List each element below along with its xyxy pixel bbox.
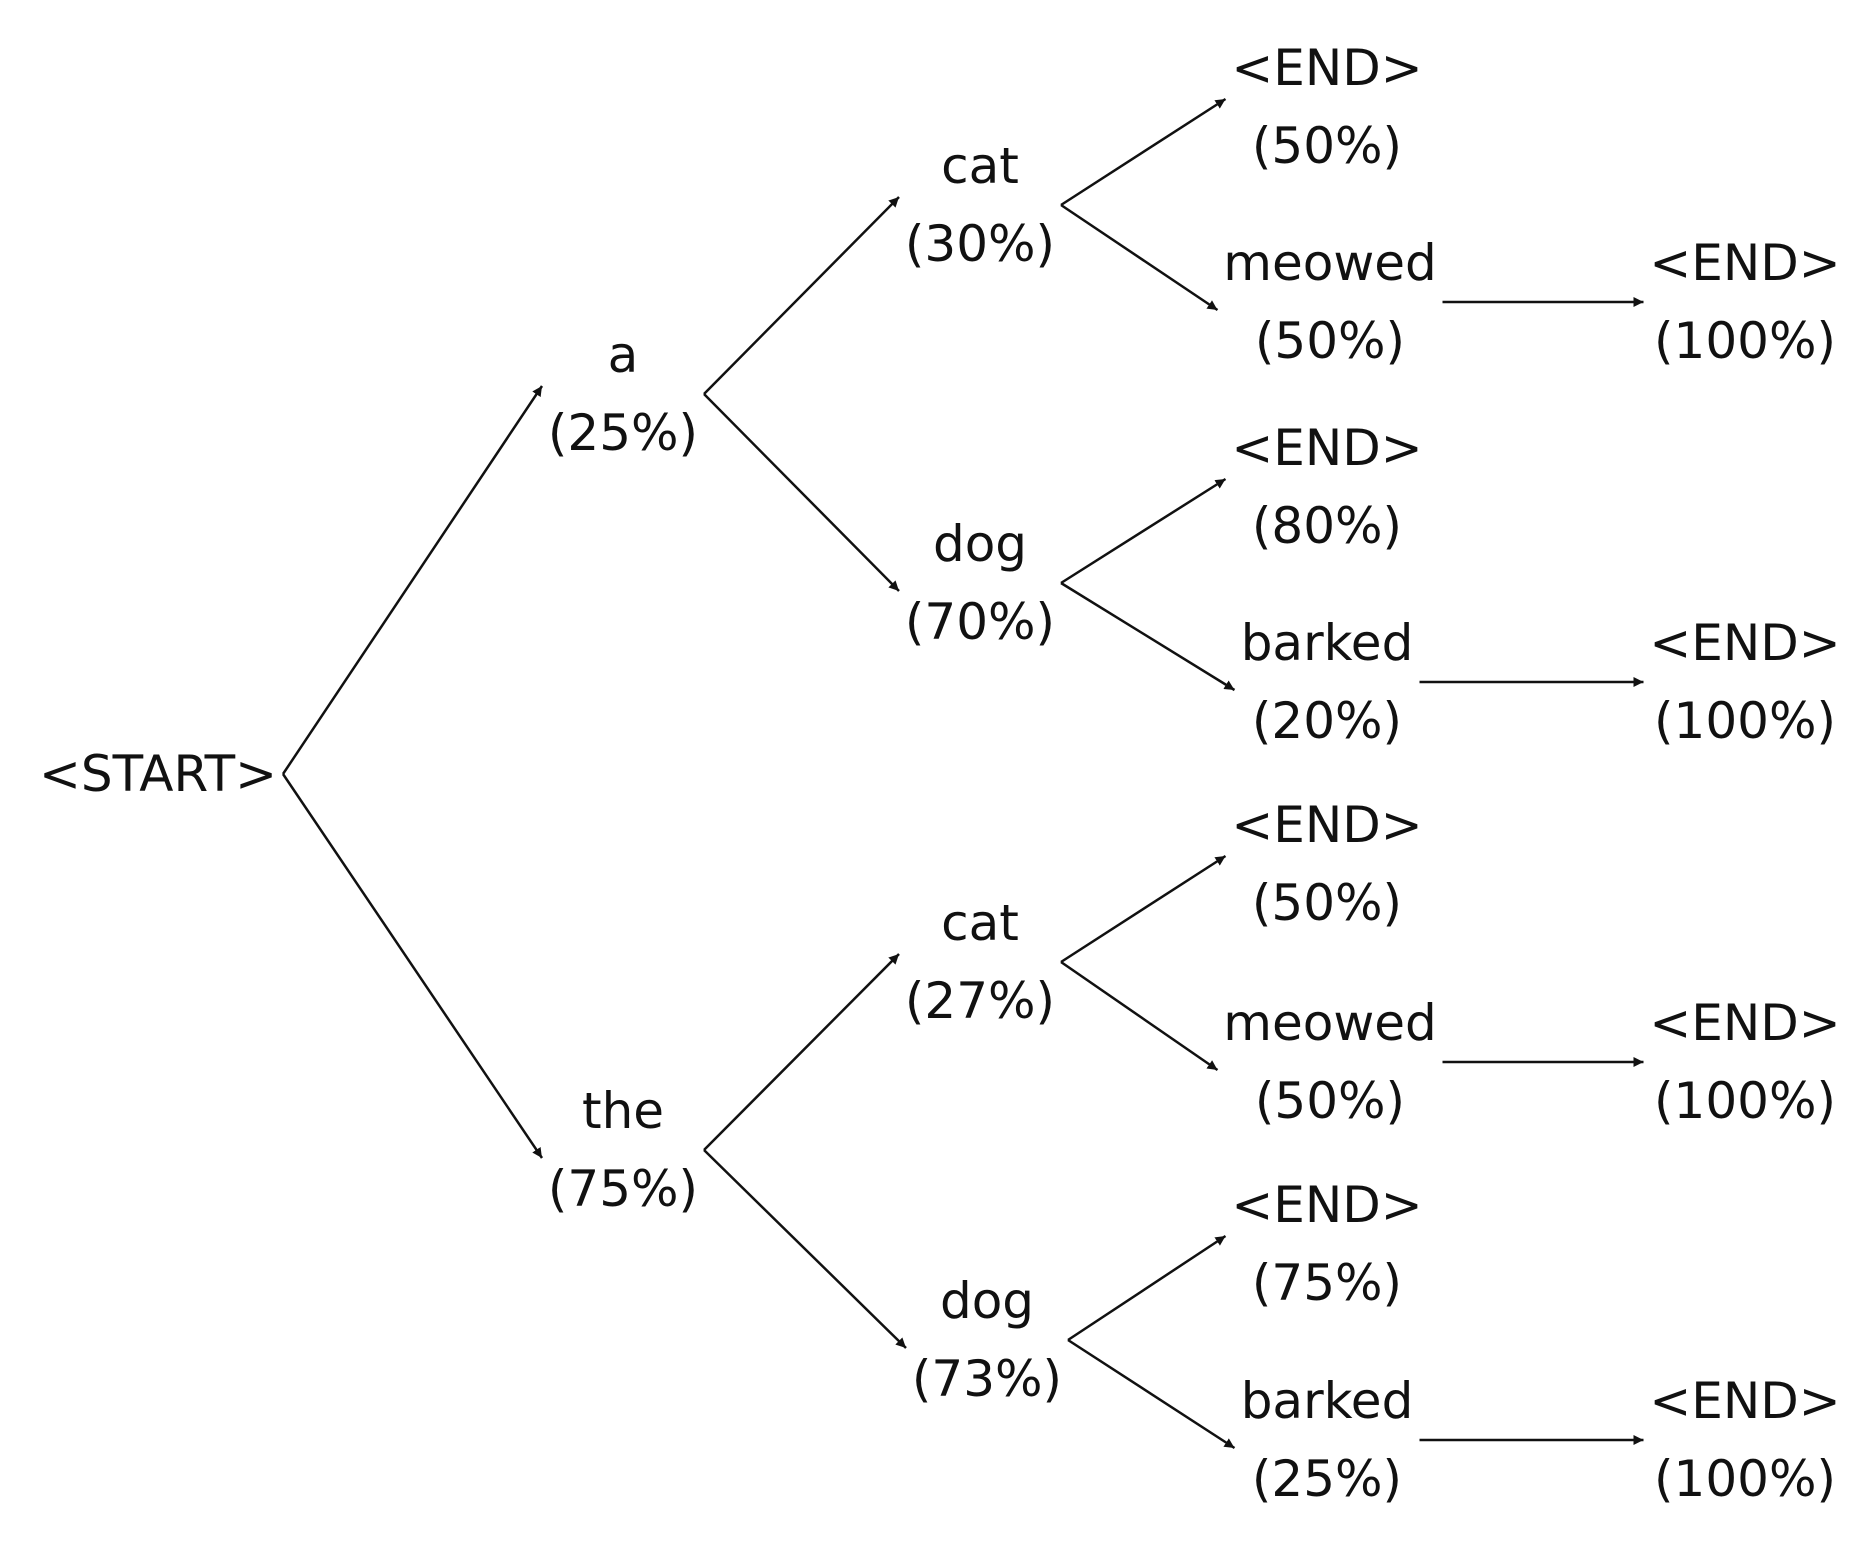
edge-arrow-the_dog-to-the_dog_end xyxy=(1067,1234,1227,1342)
node-the-dog-barked: barked (25%) xyxy=(1241,1362,1414,1518)
node-probability: (50%) xyxy=(1254,1072,1406,1130)
edge-arrow-a-to-a_cat xyxy=(703,196,900,395)
node-the-dog-barked-end: <END> (100%) xyxy=(1649,1362,1840,1518)
node-the-cat-meowed-end: <END> (100%) xyxy=(1649,984,1840,1140)
edge-arrow-the-to-the_dog xyxy=(703,1149,907,1349)
node-probability: (100%) xyxy=(1654,312,1836,370)
node-probability: (25%) xyxy=(547,404,699,462)
node-word: <END> xyxy=(1231,1176,1423,1234)
edge-arrow-a_cat-to-a_cat_end xyxy=(1060,97,1227,207)
node-the-cat-meowed: meowed (50%) xyxy=(1223,984,1436,1140)
node-word: <END> xyxy=(1649,614,1841,672)
edge-arrow-the_cat-to-the_cat_end xyxy=(1060,854,1227,964)
node-word: meowed xyxy=(1223,994,1437,1052)
edge-arrow-the-to-the_cat xyxy=(703,953,900,1151)
node-a-cat-end: <END> (50%) xyxy=(1231,29,1422,185)
node-a-cat-meowed: meowed (50%) xyxy=(1223,224,1436,380)
node-word: barked xyxy=(1240,614,1414,672)
edge-arrow-the_cat-to-the_cat_meowed xyxy=(1060,960,1219,1072)
node-word: meowed xyxy=(1223,234,1437,292)
node-probability: (73%) xyxy=(911,1350,1063,1408)
node-probability: (75%) xyxy=(1251,1254,1403,1312)
node-word: dog xyxy=(932,515,1028,573)
node-the-dog-end: <END> (75%) xyxy=(1231,1166,1422,1322)
node-start: <START> xyxy=(39,735,277,813)
node-probability: (100%) xyxy=(1654,1072,1836,1130)
node-word: <END> xyxy=(1231,796,1423,854)
node-word: barked xyxy=(1240,1372,1414,1430)
node-word: cat xyxy=(941,137,1019,195)
node-word: the xyxy=(581,1082,665,1140)
node-a-dog-barked: barked (20%) xyxy=(1241,604,1414,760)
node-word: cat xyxy=(941,894,1019,952)
node-probability: (100%) xyxy=(1654,1450,1836,1508)
edge-arrow-a_dog-to-a_dog_end xyxy=(1060,477,1227,585)
node-probability: (100%) xyxy=(1654,692,1836,750)
node-word: <END> xyxy=(1649,1372,1841,1430)
node-probability: (50%) xyxy=(1251,874,1403,932)
edge-arrow-a_cat-to-a_cat_meowed xyxy=(1060,203,1219,312)
edge-arrow-start-to-the xyxy=(281,773,544,1159)
node-probability: (25%) xyxy=(1251,1450,1403,1508)
node-word: <END> xyxy=(1231,419,1423,477)
node-word: <END> xyxy=(1231,39,1423,97)
node-probability: (50%) xyxy=(1251,117,1403,175)
node-probability: (80%) xyxy=(1251,497,1403,555)
edge-arrow-a-to-a_dog xyxy=(703,393,900,592)
node-the-cat-end: <END> (50%) xyxy=(1231,786,1422,942)
edge-arrow-start-to-a xyxy=(281,385,544,775)
node-probability: (20%) xyxy=(1251,692,1403,750)
node-probability: (75%) xyxy=(547,1160,699,1218)
node-word: <START> xyxy=(38,745,278,803)
node-probability: (30%) xyxy=(904,215,1056,273)
node-word: a xyxy=(607,326,639,384)
edge-arrow-a_dog-to-a_dog_barked xyxy=(1060,581,1236,692)
node-a-cat: cat (30%) xyxy=(905,127,1055,283)
node-word: <END> xyxy=(1649,994,1841,1052)
node-the-cat: cat (27%) xyxy=(905,884,1055,1040)
node-a: a (25%) xyxy=(548,316,698,472)
node-a-dog: dog (70%) xyxy=(905,505,1055,661)
node-probability: (70%) xyxy=(904,593,1056,651)
node-word: dog xyxy=(939,1272,1035,1330)
node-a-dog-barked-end: <END> (100%) xyxy=(1649,604,1840,760)
node-word: <END> xyxy=(1649,234,1841,292)
edge-arrow-the_dog-to-the_dog_barked xyxy=(1067,1338,1236,1450)
node-a-cat-meowed-end: <END> (100%) xyxy=(1649,224,1840,380)
node-probability: (50%) xyxy=(1254,312,1406,370)
node-probability: (27%) xyxy=(904,972,1056,1030)
node-the-dog: dog (73%) xyxy=(912,1262,1062,1418)
node-the: the (75%) xyxy=(548,1072,698,1228)
node-a-dog-end: <END> (80%) xyxy=(1231,409,1422,565)
